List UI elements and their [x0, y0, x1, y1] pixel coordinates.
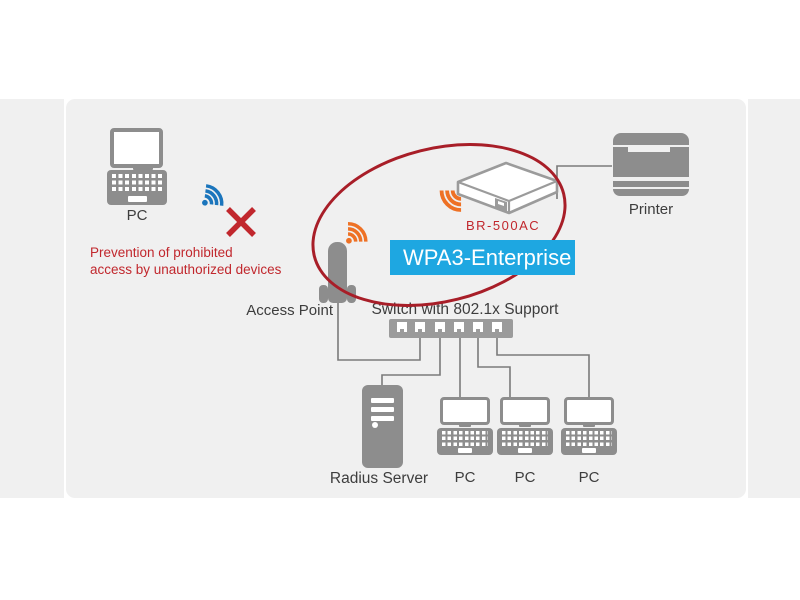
laptop-keyboard [502, 431, 548, 446]
switch-label: Switch with 802.1x Support [371, 301, 559, 318]
laptop-hinge [519, 422, 531, 427]
printer-label: Printer [628, 201, 674, 218]
laptop-keyboard [112, 174, 162, 194]
laptop-base [561, 428, 617, 455]
access-point-foot-right [347, 285, 356, 303]
laptop-base [107, 170, 167, 205]
bridge-device-icon [448, 155, 568, 230]
server-slot-3 [371, 416, 394, 421]
wifi-signal-ap-icon [330, 212, 378, 260]
left-gray-strip [0, 99, 64, 498]
laptop-base [437, 428, 493, 455]
radius-server-label: Radius Server [329, 470, 429, 487]
access-point-icon [328, 242, 347, 303]
laptop-hinge [583, 422, 595, 427]
laptop-screen [110, 128, 163, 168]
prevention-note-line2: access by unauthorized devices [90, 262, 282, 277]
printer-icon-bottom [613, 189, 689, 196]
laptop-touchpad [518, 448, 532, 453]
client-pc-1-icon [437, 397, 493, 455]
client-pc-2-icon [497, 397, 553, 455]
blocked-x-icon [224, 206, 258, 243]
client-pc-3-label: PC [578, 469, 600, 486]
rogue-pc-label: PC [126, 207, 148, 224]
laptop-hinge [133, 165, 153, 170]
prevention-note-line1: Prevention of prohibited [90, 245, 233, 260]
printer-icon-top [613, 133, 689, 145]
switch-port-2 [415, 322, 425, 332]
server-slot-2 [371, 407, 394, 412]
laptop-touchpad [582, 448, 596, 453]
security-banner: WPA3-Enterprise [390, 240, 575, 275]
laptop-screen [564, 397, 614, 425]
laptop-keyboard [566, 431, 612, 446]
security-banner-label: WPA3-Enterprise [403, 245, 572, 270]
printer-icon-tray [613, 181, 689, 187]
laptop-screen [500, 397, 550, 425]
client-pc-2-label: PC [514, 469, 536, 486]
switch-port-4 [454, 322, 464, 332]
laptop-screen [440, 397, 490, 425]
right-gray-strip [748, 99, 800, 498]
laptop-hinge [459, 422, 471, 427]
access-point-foot-left [319, 285, 328, 303]
switch-port-5 [473, 322, 483, 332]
client-pc-1-label: PC [454, 469, 476, 486]
switch-port-1 [397, 322, 407, 332]
laptop-base [497, 428, 553, 455]
server-power-button [372, 422, 378, 428]
access-point-label: Access Point [246, 302, 333, 319]
bridge-model-label: BR-500AC [466, 218, 541, 233]
laptop-keyboard [442, 431, 488, 446]
printer-icon-body [613, 147, 689, 177]
rogue-pc-laptop-icon [107, 128, 167, 205]
server-slot-1 [371, 398, 394, 403]
prevention-note: Prevention of prohibited access by unaut… [90, 244, 281, 278]
wifi-signal-blue-icon [187, 174, 233, 223]
laptop-touchpad [458, 448, 472, 453]
switch-port-3 [435, 322, 445, 332]
client-pc-3-icon [561, 397, 617, 455]
switch-port-6 [492, 322, 502, 332]
printer-paper-slot [628, 147, 670, 152]
laptop-touchpad [128, 196, 147, 202]
